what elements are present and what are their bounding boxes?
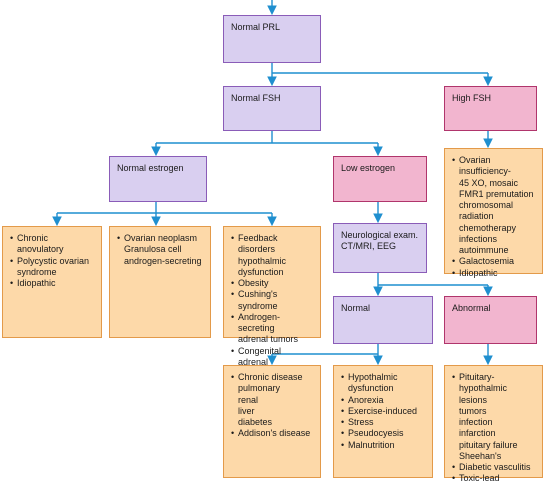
- node-high-fsh-label: High FSH: [452, 93, 492, 103]
- list-item: Anorexia: [341, 395, 425, 407]
- list-item: Cushing's syndrome: [231, 289, 313, 312]
- node-normal-label: Normal: [341, 303, 371, 313]
- list-item: Chronic anovulatory: [10, 233, 94, 256]
- list-subitem: infarction: [459, 428, 496, 439]
- node-low-estrogen: Low estrogen: [333, 156, 427, 202]
- list-item: Androgen-secreting: [231, 312, 313, 335]
- list-subitem: dysfunction: [348, 383, 394, 394]
- list-item: Galactosemia: [452, 256, 535, 268]
- box-ovarian-insufficiency: Ovarian insufficiency-45 XO, mosaicFMR1 …: [444, 148, 543, 279]
- list-subitem: Granulosa cell: [124, 244, 182, 255]
- list-subitem: diabetes: [238, 417, 273, 427]
- list-subitem: pituitary failure: [459, 439, 518, 450]
- node-normal-fsh: Normal FSH: [223, 86, 321, 131]
- list-item: Idiopathic: [452, 268, 535, 280]
- list-item: Polycystic ovarian: [10, 256, 94, 268]
- node-normal-estrogen-label: Normal estrogen: [117, 163, 184, 173]
- list-subitem: lesions: [459, 394, 488, 405]
- list-subitem: radiation: [459, 211, 494, 222]
- box-hypothalmic-dysfunction: HypothalmicdysfunctionAnorexiaExercise-i…: [333, 365, 433, 478]
- list-item: Ovarian neoplasm: [117, 233, 203, 245]
- list-subitem: renal: [238, 394, 259, 405]
- node-neuro-exam-line-1: Neurological exam.: [341, 230, 419, 240]
- list-subitem: infection: [459, 417, 493, 427]
- node-normal-estrogen: Normal estrogen: [109, 156, 207, 202]
- list-chronic-disease: Chronic diseasepulmonaryrenalliverdiabet…: [231, 372, 313, 440]
- list-subitem: tumors: [459, 405, 487, 416]
- node-neuro-exam: Neurological exam. CT/MRI, EEG: [333, 223, 427, 273]
- list-subitem: liver: [238, 405, 255, 416]
- list-item: Obesity: [231, 278, 313, 290]
- list-subitem: FMR1 premutation: [459, 188, 534, 199]
- list-item: Ovarian insufficiency-: [452, 155, 535, 178]
- list-item: Congenital adrenal: [231, 346, 313, 369]
- list-item: Feedback disorders: [231, 233, 313, 256]
- node-low-estrogen-label: Low estrogen: [341, 163, 396, 173]
- box-feedback-disorders: Feedback disordershypothalmicdysfunction…: [223, 226, 321, 378]
- node-abnormal: Abnormal: [444, 296, 537, 344]
- node-normal-prl: Normal PRL: [223, 15, 321, 63]
- list-item: Addison's disease: [231, 428, 313, 440]
- list-item: Pituitary-hypothalmic: [452, 372, 535, 395]
- list-item: Chronic disease: [231, 372, 313, 384]
- list-subitem: autoimmune: [459, 245, 509, 255]
- list-item: Idiopathic: [10, 278, 94, 290]
- list-item: Exercise-induced: [341, 406, 425, 418]
- list-subitem: dysfunction: [238, 266, 284, 277]
- list-subitem: chromosomal: [459, 200, 514, 210]
- list-ovarian-insufficiency: Ovarian insufficiency-45 XO, mosaicFMR1 …: [452, 155, 535, 279]
- list-subitem: pulmonary: [238, 383, 281, 394]
- node-abnormal-label: Abnormal: [452, 303, 491, 313]
- list-item: Pseudocyesis: [341, 428, 425, 440]
- node-neuro-exam-line-2: CT/MRI, EEG: [341, 241, 397, 252]
- list-subitem: syndrome: [17, 266, 57, 277]
- list-anovulatory: Chronic anovulatoryPolycystic ovariansyn…: [10, 233, 94, 290]
- list-item: Toxic-lead: [452, 473, 535, 485]
- node-normal: Normal: [333, 296, 433, 344]
- list-subitem: hypothalmic: [238, 255, 287, 266]
- box-anovulatory: Chronic anovulatoryPolycystic ovariansyn…: [2, 226, 102, 338]
- node-high-fsh: High FSH: [444, 86, 537, 131]
- list-item: Stress: [341, 417, 425, 429]
- list-subitem: chemotherapy: [459, 222, 517, 233]
- list-feedback-disorders: Feedback disordershypothalmicdysfunction…: [231, 233, 313, 379]
- box-pituitary-hypothalmic: Pituitary-hypothalmiclesionstumorsinfect…: [444, 365, 543, 485]
- node-normal-prl-label: Normal PRL: [231, 22, 281, 32]
- list-subitem: androgen-secreting: [124, 255, 202, 266]
- list-hypothalmic-dysfunction: HypothalmicdysfunctionAnorexiaExercise-i…: [341, 372, 425, 451]
- list-subitem: adrenal tumors: [238, 334, 299, 345]
- node-normal-fsh-label: Normal FSH: [231, 93, 281, 103]
- list-subitem: infections: [459, 233, 498, 244]
- box-chronic-disease: Chronic diseasepulmonaryrenalliverdiabet…: [223, 365, 321, 478]
- list-item: Diabetic vasculitis: [452, 462, 535, 474]
- list-item: Malnutrition: [341, 440, 425, 452]
- list-item: Hypothalmic: [341, 372, 425, 384]
- list-subitem: Sheehan's: [459, 450, 502, 461]
- list-pituitary-hypothalmic: Pituitary-hypothalmiclesionstumorsinfect…: [452, 372, 535, 485]
- list-subitem: 45 XO, mosaic: [459, 177, 519, 188]
